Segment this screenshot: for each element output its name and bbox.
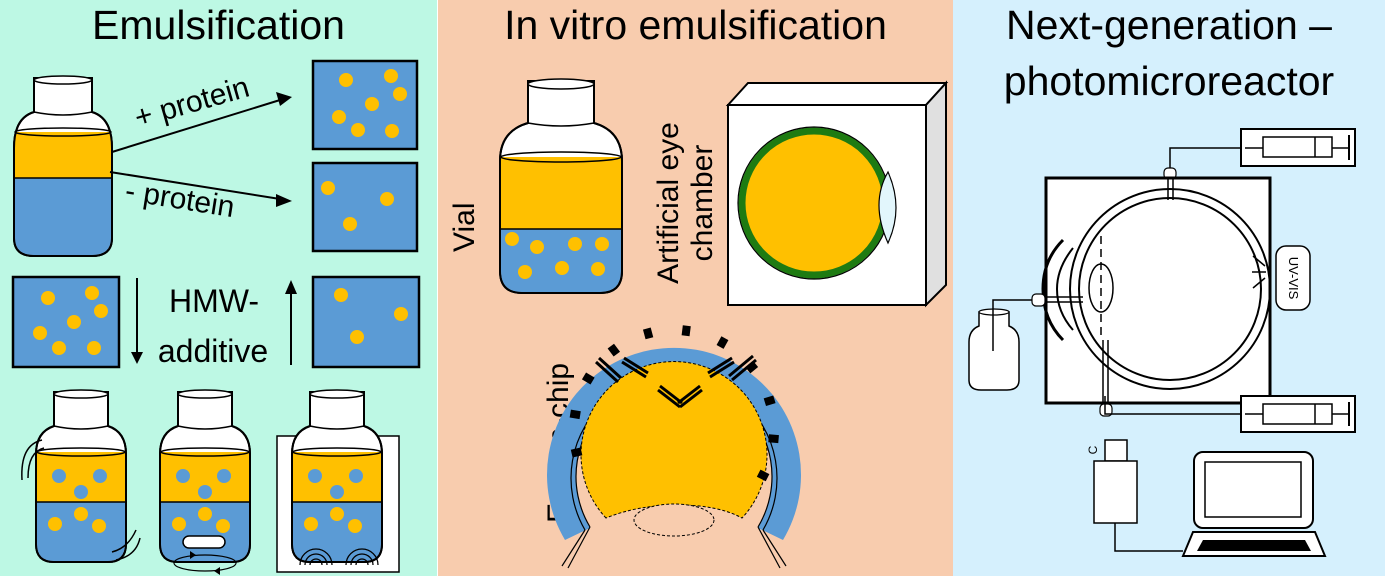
minus-protein-label: - protein [123, 174, 237, 224]
emulsion-box-after-additive [311, 275, 421, 369]
lens [878, 170, 897, 245]
photomicroreactor-diagram: UV-VIS C [968, 128, 1356, 557]
chip-channel-mark [570, 447, 583, 458]
artificial-eye-chamber [725, 80, 949, 308]
chip-tube [567, 526, 591, 569]
chip-channel-mark [763, 395, 776, 407]
chip-channel-mark [768, 434, 779, 444]
panel-in-vitro-emulsification: In vitro emulsification Vial Artificial … [437, 0, 954, 576]
chip-channel-mark [745, 360, 759, 374]
water-layer [15, 178, 111, 255]
sound-wave-icon [345, 548, 379, 566]
sound-wave-icon [355, 558, 369, 566]
vial-icon [499, 78, 623, 294]
camera-label: C [1086, 445, 1100, 454]
shake-motion-icon [27, 447, 45, 479]
chip-channel-mark [581, 372, 595, 385]
eye-globe [738, 127, 890, 279]
chamber-label-line1: Artificial eye [652, 122, 685, 284]
chip-channel-mark [607, 343, 621, 357]
syringe-pump-top [1240, 128, 1356, 167]
oil-layer [15, 132, 111, 178]
panel-title: Emulsification [92, 2, 345, 48]
arrow-plus-protein [111, 99, 281, 153]
sound-wave-icon [304, 553, 328, 566]
stir-bar [182, 535, 226, 549]
emulsion-box-stable [311, 59, 419, 151]
laptop-icon [1181, 451, 1327, 557]
panel-emulsification: Emulsification + protein - protein [0, 0, 437, 576]
vial-ultrasonic [291, 389, 383, 563]
chip-tube [561, 529, 586, 567]
shake-motion-icon [21, 439, 43, 481]
panel-title-line2: photomicroreactor [1003, 58, 1335, 104]
uv-vis-light-source: UV-VIS [1252, 245, 1311, 311]
rotation-icon [173, 554, 237, 572]
vial-icon [13, 75, 113, 257]
in-vitro-diagram: Vial Artificial eye chamber [448, 78, 949, 569]
sound-wave-icon [309, 558, 323, 566]
arrow-minus-protein [109, 171, 281, 200]
eye-on-chip-device [547, 325, 801, 569]
chip-channel-mark [681, 325, 691, 337]
panel-photomicroreactor: Next-generation – photomicroreactor [953, 0, 1385, 576]
reservoir-bottle [968, 308, 1020, 391]
sound-wave-icon [299, 548, 333, 566]
plus-protein-label: + protein [131, 71, 253, 135]
panel-title-line1: Next-generation – [1006, 2, 1332, 48]
camera-icon: C [1086, 439, 1138, 524]
chip-tube [762, 529, 787, 567]
chip-channel-mark [569, 409, 581, 420]
chip-channel-mark [756, 469, 770, 482]
sound-wave-icon [350, 553, 374, 566]
hmw-label-line2: additive [158, 333, 268, 369]
chip-tube [757, 526, 781, 569]
panel-title: In vitro emulsification [504, 2, 887, 48]
reactor-eye-chip [1041, 176, 1272, 405]
chip-channel-mark [642, 327, 654, 340]
emulsification-diagram: + protein - protein [11, 59, 421, 575]
chamber-label-line2: chamber [686, 145, 719, 262]
vial-shaking [35, 389, 127, 563]
chip-channel-mark [716, 336, 729, 349]
emulsion-box-before-additive [11, 275, 121, 369]
uv-vis-label: UV-VIS [1286, 257, 1301, 300]
vial-label: Vial [448, 203, 481, 252]
syringe-pump-bottom [1240, 395, 1356, 433]
vial-stirring [159, 389, 251, 563]
emulsion-box-sparse [311, 161, 419, 253]
hmw-label-line1: HMW- [169, 283, 259, 319]
